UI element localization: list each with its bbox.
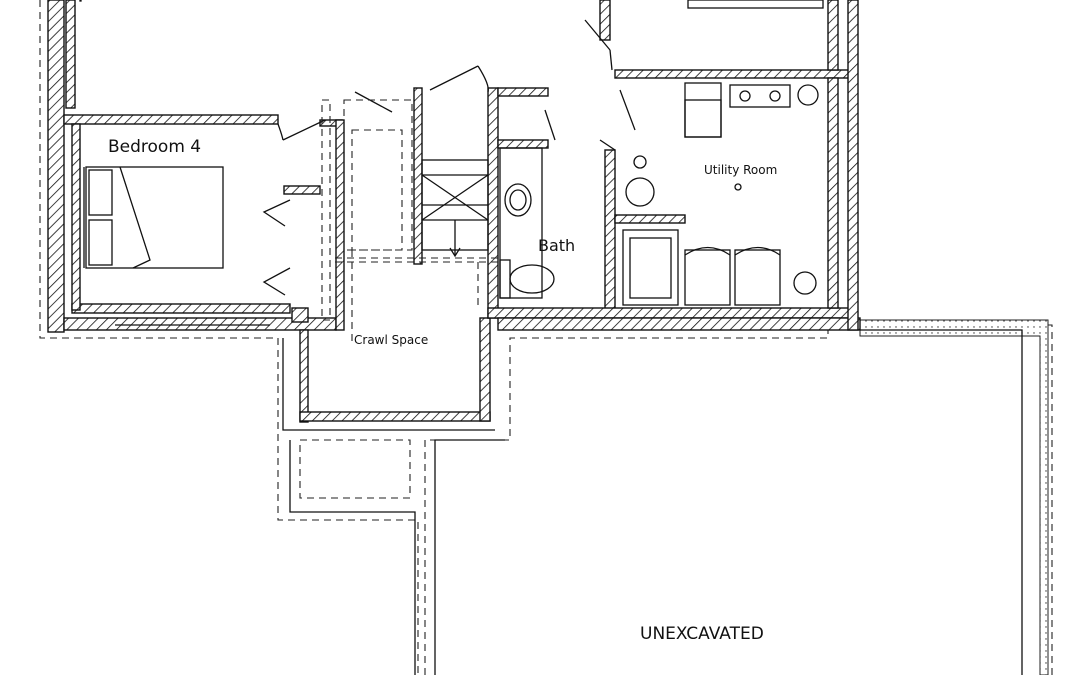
room-label-bath: Bath bbox=[538, 236, 575, 255]
room-label-unexcavated: UNEXCAVATED bbox=[640, 624, 764, 644]
bed-icon bbox=[83, 166, 224, 269]
bath-fixtures bbox=[499, 147, 555, 299]
room-label-crawl-space: Crawl Space bbox=[354, 333, 428, 347]
room-label-bedroom: Bedroom 4 bbox=[108, 137, 201, 157]
foundation-wall-unexcavated bbox=[859, 319, 1049, 675]
room-label-utility: Utility Room bbox=[704, 163, 777, 177]
foundation-outline bbox=[39, 0, 1053, 675]
walls bbox=[47, 0, 861, 423]
utility-fixtures bbox=[622, 82, 819, 306]
doors bbox=[115, 19, 636, 326]
upper-room-partial bbox=[79, 0, 824, 9]
stairs bbox=[321, 99, 500, 345]
